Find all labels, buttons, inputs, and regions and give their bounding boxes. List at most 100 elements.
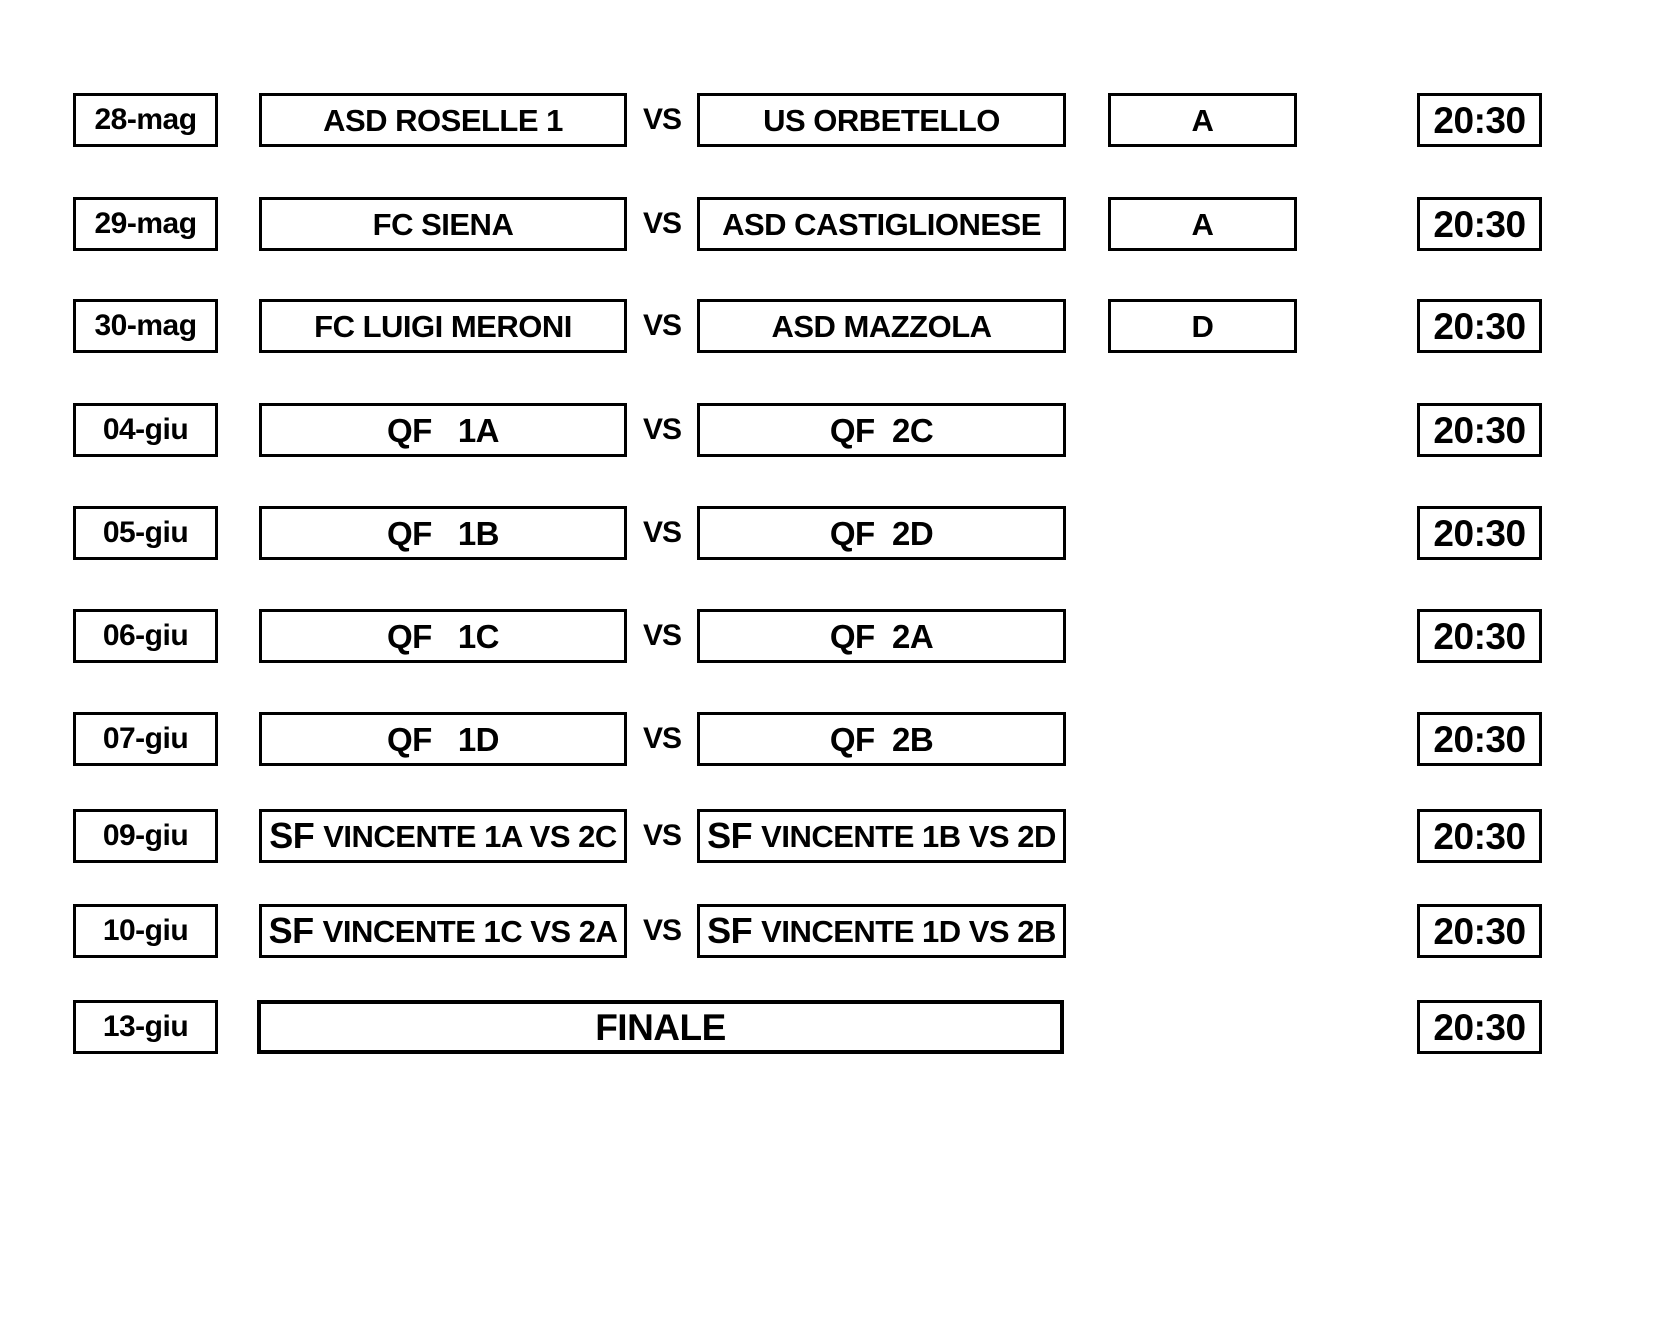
time-box: 20:30 [1417, 403, 1542, 457]
home-team-label: QF 1B [386, 514, 500, 552]
date-label: 10-giu [102, 914, 189, 947]
time-label: 20:30 [1433, 305, 1526, 347]
home-team-box: FC SIENA [259, 197, 627, 251]
home-team-box: SF VINCENTE 1A VS 2C [259, 809, 627, 863]
away-team-box: US ORBETELLO [697, 93, 1066, 147]
schedule-row: 30-mag FC LUIGI MERONI VS ASD MAZZOLA D … [0, 299, 1678, 353]
time-box: 20:30 [1417, 809, 1542, 863]
date-label: 29-mag [94, 207, 197, 240]
time-box: 20:30 [1417, 712, 1542, 766]
date-box: 29-mag [73, 197, 218, 251]
home-team-box: ASD ROSELLE 1 [259, 93, 627, 147]
home-team-box: QF 1C [259, 609, 627, 663]
schedule-row: 29-mag FC SIENA VS ASD CASTIGLIONESE A 2… [0, 197, 1678, 251]
vs-label: VS [642, 309, 682, 342]
time-box: 20:30 [1417, 506, 1542, 560]
home-team-box: SF VINCENTE 1C VS 2A [259, 904, 627, 958]
schedule-row: 09-giu SF VINCENTE 1A VS 2C VS SF VINCEN… [0, 809, 1678, 863]
home-team-box: FINALE [257, 1000, 1064, 1054]
date-label: 13-giu [102, 1010, 189, 1043]
time-label: 20:30 [1433, 99, 1526, 141]
date-label: 07-giu [102, 722, 189, 755]
away-team-box: SF VINCENTE 1D VS 2B [697, 904, 1066, 958]
group-box: A [1108, 197, 1297, 251]
date-label: 28-mag [94, 103, 197, 136]
away-team-label: ASD MAZZOLA [771, 308, 992, 344]
home-team-label: FC LUIGI MERONI [314, 308, 572, 344]
away-team-label: VINCENTE 1D VS 2B [761, 913, 1056, 949]
away-team-box: QF 2D [697, 506, 1066, 560]
vs-label: VS [642, 619, 682, 652]
date-label: 06-giu [102, 619, 189, 652]
group-box: D [1108, 299, 1297, 353]
schedule-row: 06-giu QF 1C VS QF 2A 20:30 [0, 609, 1678, 663]
time-box: 20:30 [1417, 299, 1542, 353]
time-label: 20:30 [1433, 1006, 1526, 1048]
time-label: 20:30 [1433, 409, 1526, 451]
home-team-label: VINCENTE 1A VS 2C [323, 818, 617, 854]
home-team-box: QF 1A [259, 403, 627, 457]
home-team-box: QF 1D [259, 712, 627, 766]
home-team-label: QF 1A [386, 411, 500, 449]
vs-label: VS [642, 516, 682, 549]
date-box: 09-giu [73, 809, 218, 863]
date-label: 09-giu [102, 819, 189, 852]
time-box: 20:30 [1417, 93, 1542, 147]
away-team-label: QF 2A [829, 617, 934, 655]
time-box: 20:30 [1417, 609, 1542, 663]
home-team-label: QF 1D [386, 720, 500, 758]
away-team-box: SF VINCENTE 1B VS 2D [697, 809, 1066, 863]
schedule-row: 28-mag ASD ROSELLE 1 VS US ORBETELLO A 2… [0, 93, 1678, 147]
away-team-label: US ORBETELLO [763, 102, 1000, 138]
time-box: 20:30 [1417, 197, 1542, 251]
home-team-label: ASD ROSELLE 1 [323, 102, 563, 138]
date-box: 30-mag [73, 299, 218, 353]
away-team-label: QF 2B [829, 720, 934, 758]
away-team-box: QF 2A [697, 609, 1066, 663]
home-team-label: VINCENTE 1C VS 2A [322, 913, 618, 949]
home-team-label: QF 1C [386, 617, 500, 655]
date-box: 04-giu [73, 403, 218, 457]
away-team-box: ASD MAZZOLA [697, 299, 1066, 353]
away-team-box: QF 2C [697, 403, 1066, 457]
home-stage-prefix-label: SF [268, 910, 315, 951]
schedule-row: 05-giu QF 1B VS QF 2D 20:30 [0, 506, 1678, 560]
group-label: A [1191, 206, 1214, 242]
home-stage-prefix-label: SF [269, 815, 315, 856]
time-box: 20:30 [1417, 1000, 1542, 1054]
vs-label: VS [642, 413, 682, 446]
date-label: 04-giu [102, 413, 189, 446]
away-team-label: VINCENTE 1B VS 2D [761, 818, 1056, 854]
date-box: 06-giu [73, 609, 218, 663]
away-team-label: QF 2C [829, 411, 934, 449]
schedule-row: 07-giu QF 1D VS QF 2B 20:30 [0, 712, 1678, 766]
home-team-label: FC SIENA [372, 206, 514, 242]
time-label: 20:30 [1433, 203, 1526, 245]
time-label: 20:30 [1433, 512, 1526, 554]
home-team-label: FINALE [595, 1006, 726, 1048]
group-box: A [1108, 93, 1297, 147]
schedule-row: 10-giu SF VINCENTE 1C VS 2A VS SF VINCEN… [0, 904, 1678, 958]
away-stage-prefix-label: SF [707, 910, 753, 951]
group-label: A [1191, 102, 1214, 138]
away-team-box: ASD CASTIGLIONESE [697, 197, 1066, 251]
schedule-row: 13-giu FINALE VS 20:30 [0, 1000, 1678, 1054]
date-box: 10-giu [73, 904, 218, 958]
away-team-box: QF 2B [697, 712, 1066, 766]
time-label: 20:30 [1433, 718, 1526, 760]
time-box: 20:30 [1417, 904, 1542, 958]
date-box: 13-giu [73, 1000, 218, 1054]
vs-label: VS [642, 722, 682, 755]
vs-label: VS [642, 103, 682, 136]
away-team-label: QF 2D [829, 514, 934, 552]
vs-label: VS [642, 819, 682, 852]
date-box: 07-giu [73, 712, 218, 766]
time-label: 20:30 [1433, 815, 1526, 857]
date-label: 05-giu [102, 516, 189, 549]
vs-label: VS [642, 914, 682, 947]
away-team-label: ASD CASTIGLIONESE [722, 206, 1041, 242]
date-label: 30-mag [94, 309, 197, 342]
schedule-row: 04-giu QF 1A VS QF 2C 20:30 [0, 403, 1678, 457]
home-team-box: QF 1B [259, 506, 627, 560]
